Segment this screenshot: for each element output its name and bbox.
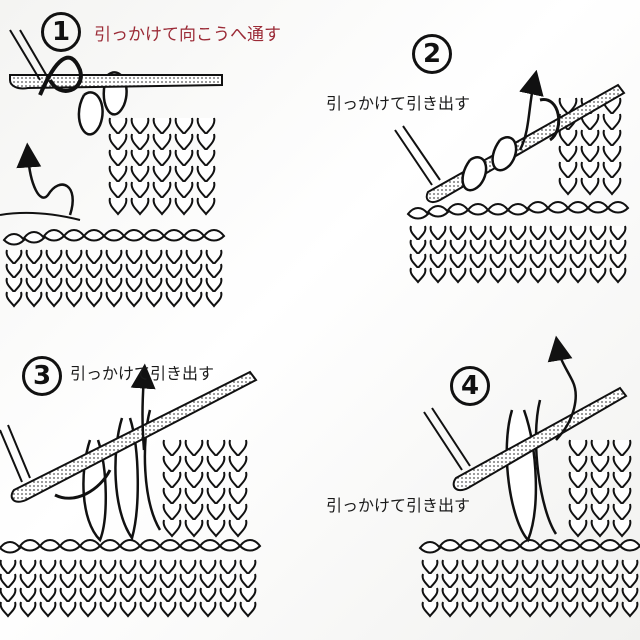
step-3-illustration xyxy=(0,363,261,617)
step-4-illustration xyxy=(419,335,640,617)
step-1-caption: 引っかけて向こうへ通す xyxy=(94,25,281,45)
step-2-number: 2 xyxy=(412,34,452,74)
step-1-number: 1 xyxy=(41,12,81,52)
step-4-caption: 引っかけて引き出す xyxy=(326,496,471,515)
step-2-illustration xyxy=(394,69,629,283)
step-3-caption: 引っかけて引き出す xyxy=(70,364,215,383)
step-4-number: 4 xyxy=(450,366,490,406)
step-2-caption: 引っかけて引き出す xyxy=(326,94,471,113)
step-1-illustration xyxy=(0,29,225,307)
step-3-number: 3 xyxy=(22,356,62,396)
